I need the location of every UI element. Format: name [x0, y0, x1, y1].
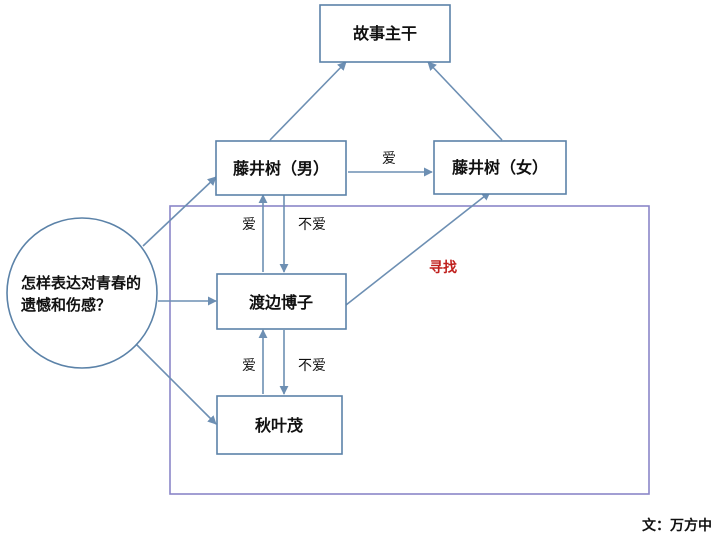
node-question: 怎样表达对青春的 遗憾和伤感？ — [6, 217, 158, 369]
arrows — [133, 61, 503, 425]
edge-label-love-upper: 爱 — [242, 217, 256, 233]
node-fujii-male: 藤井树（男） — [215, 140, 347, 196]
edge-label-love-male-female: 爱 — [382, 151, 396, 167]
node-watanabe-label: 渡边博子 — [249, 293, 313, 312]
edge-label-not-love-upper: 不爱 — [298, 217, 326, 233]
node-question-label: 怎样表达对青春的 遗憾和伤感？ — [20, 274, 146, 314]
search-frame — [169, 205, 650, 495]
node-watanabe: 渡边博子 — [216, 273, 347, 330]
node-fujii-female: 藤井树（女） — [433, 140, 567, 195]
node-main-plot-label: 故事主干 — [353, 24, 417, 43]
node-main-plot: 故事主干 — [319, 4, 451, 63]
arrow-male-to-main — [269, 61, 347, 141]
node-fujii-female-label: 藤井树（女） — [452, 158, 548, 177]
question-line-2: 遗憾和伤感？ — [20, 296, 111, 314]
question-line-1: 怎样表达对青春的 — [21, 274, 141, 292]
author-credit: 文：万方中 — [642, 518, 712, 534]
edge-label-not-love-lower: 不爱 — [298, 358, 326, 374]
arrow-question-to-akiba — [133, 341, 217, 425]
edge-label-love-lower: 爱 — [242, 358, 256, 374]
arrow-watanabe-to-female — [345, 191, 491, 306]
search-label: 寻找 — [429, 259, 457, 276]
arrow-female-to-main — [427, 61, 503, 141]
node-akiba: 秋叶茂 — [216, 395, 343, 455]
node-fujii-male-label: 藤井树（男） — [233, 159, 329, 178]
arrow-question-to-male — [142, 176, 217, 247]
node-akiba-label: 秋叶茂 — [255, 416, 303, 435]
